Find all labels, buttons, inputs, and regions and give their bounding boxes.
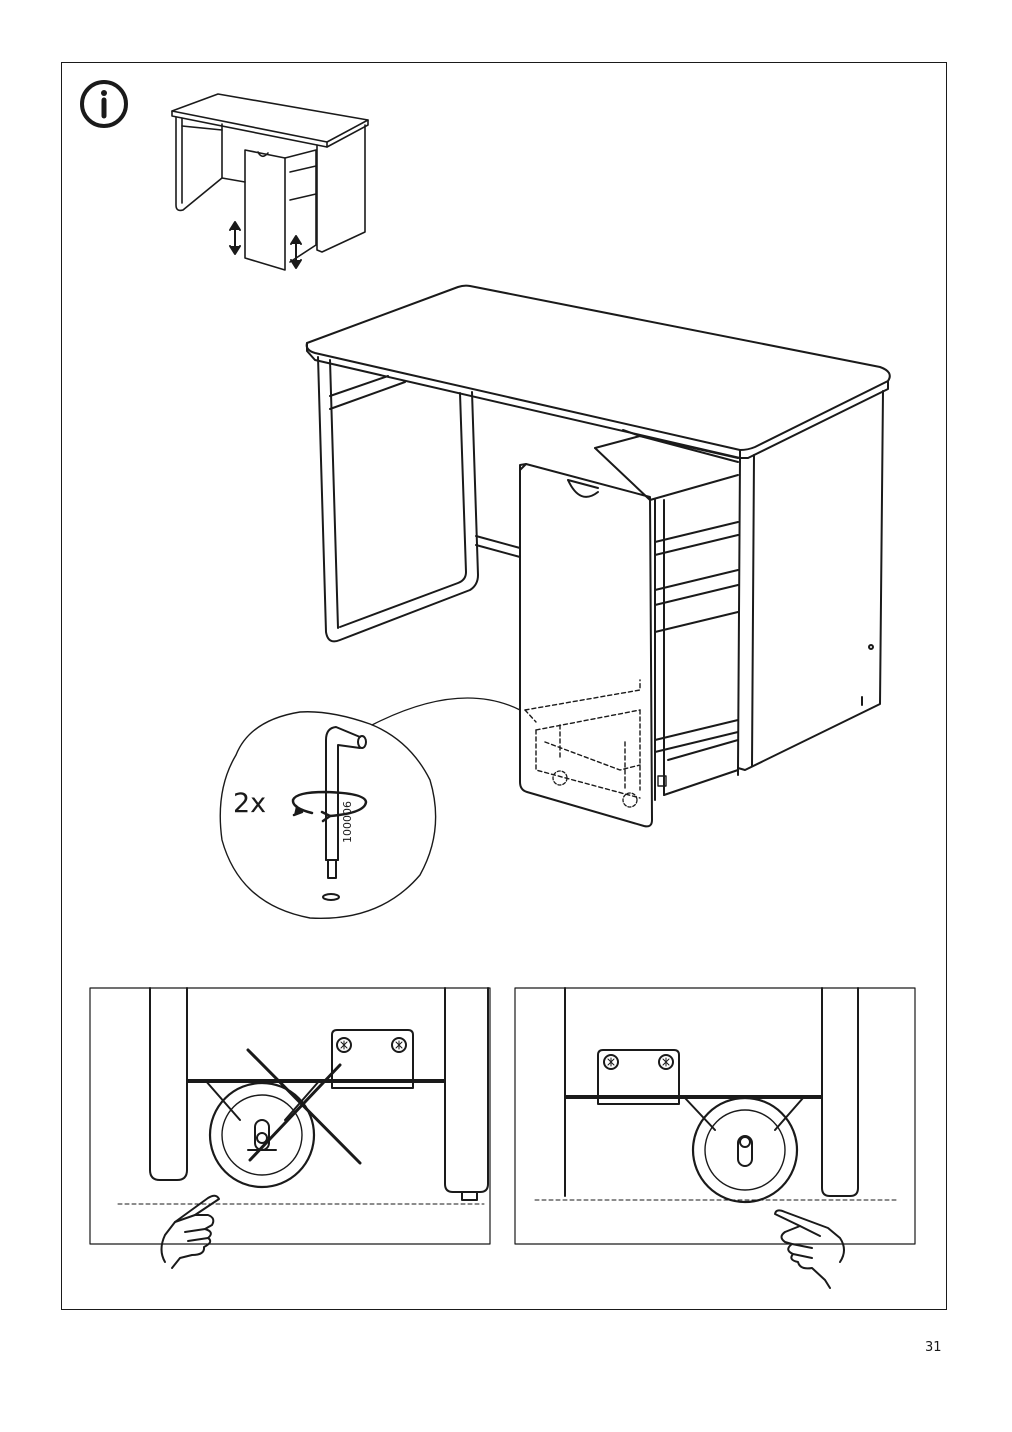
detail-circle: [219, 711, 437, 920]
allen-key-icon: [322, 726, 367, 901]
detail-callout-line: [371, 697, 521, 726]
cross-icon: [246, 1048, 362, 1165]
pointing-hand-icon: [774, 1209, 845, 1289]
right-example-panel: [514, 987, 916, 1245]
thumbnail-desk: [171, 93, 369, 271]
page-number: 31: [925, 1340, 942, 1355]
rotate-arrow-icon: [291, 790, 368, 823]
desk-illustration: [305, 284, 891, 828]
quantity-label: 2x: [233, 788, 267, 819]
info-circle-icon: [80, 80, 128, 128]
pointing-hand-icon: [160, 1194, 220, 1269]
instruction-frame: [61, 62, 947, 1310]
wrong-example-panel: [89, 987, 491, 1245]
up-down-arrow-icon: [229, 221, 302, 269]
part-number: 100006: [341, 801, 354, 843]
